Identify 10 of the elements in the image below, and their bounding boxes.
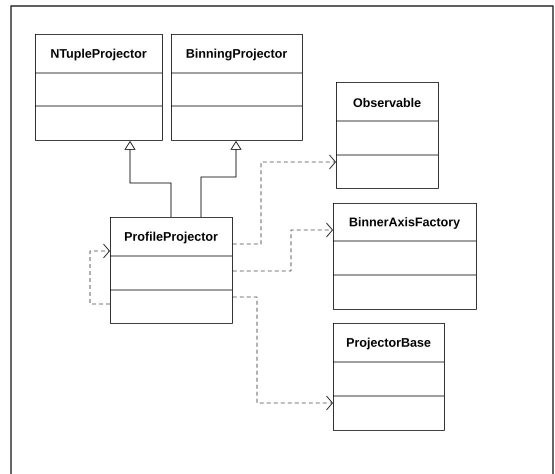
class-box: NTupleProjector (34, 34, 163, 141)
class-box: ProfileProjector (110, 217, 233, 324)
dependency-arrow (232, 154, 336, 244)
dependency-arrow (232, 296, 333, 410)
class-box: ProjectorBase (332, 323, 445, 431)
class-box: BinningProjector (170, 34, 303, 141)
class-box: BinnerAxisFactory (332, 203, 477, 310)
dependency-arrow (90, 244, 110, 304)
class-box: Observable (336, 82, 439, 189)
dependency-arrow (232, 222, 333, 272)
